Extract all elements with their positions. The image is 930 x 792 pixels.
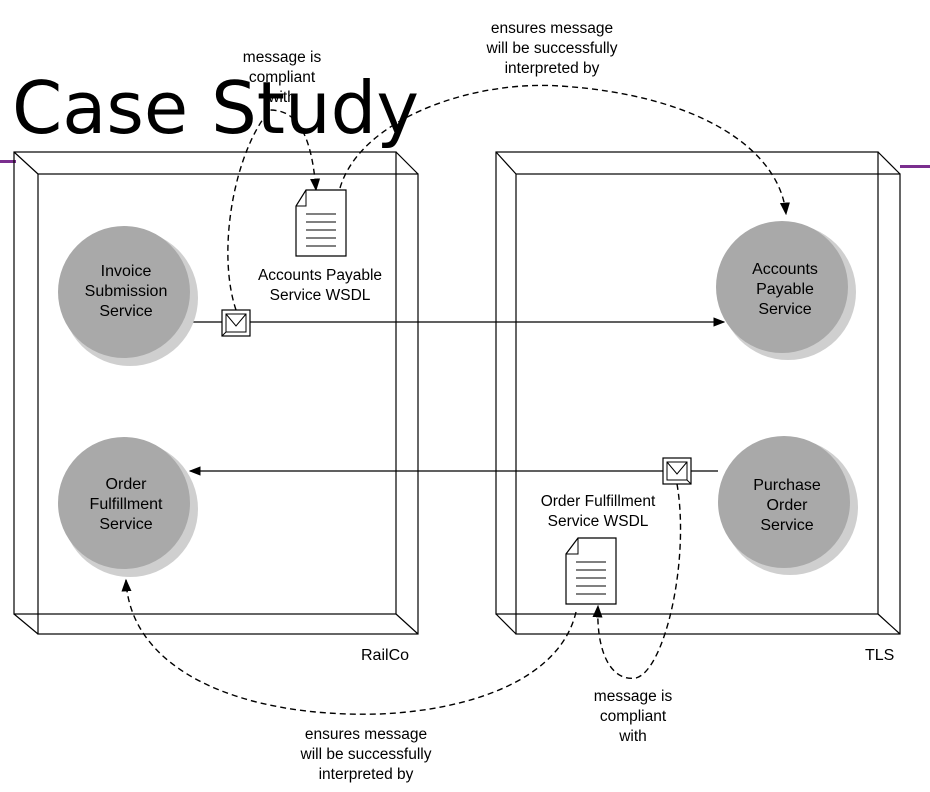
service-label: Submission bbox=[85, 283, 168, 300]
service-label: Invoice bbox=[101, 263, 152, 280]
annotation-text: interpreted by bbox=[505, 60, 600, 77]
compliant-bottom-curve bbox=[592, 483, 682, 679]
service-label: Service bbox=[758, 301, 811, 318]
service-label: Order bbox=[767, 497, 809, 514]
ap-wsdl-label: Service WSDL bbox=[270, 287, 371, 304]
annotation-text: compliant bbox=[249, 69, 316, 86]
tls-container bbox=[495, 151, 901, 635]
annotation-text: ensures message bbox=[305, 726, 427, 743]
annotation-text: with bbox=[618, 728, 647, 745]
document-icon bbox=[565, 537, 617, 605]
annotation-text: with bbox=[267, 89, 296, 106]
interpreted-top-curve bbox=[339, 84, 790, 216]
of-wsdl-label: Order Fulfillment bbox=[541, 493, 656, 510]
service-label: Order bbox=[106, 476, 148, 493]
service-label: Payable bbox=[756, 281, 814, 298]
purchase-order-service: Purchase Order Service bbox=[718, 436, 858, 575]
service-label: Service bbox=[99, 516, 152, 533]
title-rule-left bbox=[0, 160, 16, 163]
document-icon bbox=[295, 189, 347, 257]
title-rule-right bbox=[900, 165, 930, 168]
interpreted-bottom-curve bbox=[121, 578, 577, 715]
service-label: Fulfillment bbox=[90, 496, 163, 513]
page-title: Case Study bbox=[12, 66, 419, 150]
order-fulfillment-service: Order Fulfillment Service bbox=[58, 437, 198, 577]
tls-label: TLS bbox=[865, 647, 894, 664]
accounts-payable-service: Accounts Payable Service bbox=[716, 221, 856, 360]
railco-label: RailCo bbox=[361, 647, 409, 664]
annotation-text: interpreted by bbox=[319, 766, 414, 783]
annotation-text: will be successfully bbox=[486, 40, 618, 57]
invoice-submission-service: Invoice Submission Service bbox=[58, 226, 198, 366]
annotation-text: ensures message bbox=[491, 20, 613, 37]
annotation-text: will be successfully bbox=[300, 746, 432, 763]
envelope-icon bbox=[221, 309, 251, 337]
annotation-text: message is bbox=[243, 49, 322, 66]
of-wsdl-label: Service WSDL bbox=[548, 513, 649, 530]
annotation-text: message is bbox=[594, 688, 673, 705]
envelope-icon bbox=[662, 457, 692, 485]
service-label: Accounts bbox=[752, 261, 818, 278]
compliant-top-curve bbox=[227, 109, 321, 311]
ap-wsdl-label: Accounts Payable bbox=[258, 267, 382, 284]
service-label: Service bbox=[760, 517, 813, 534]
service-label: Purchase bbox=[753, 477, 821, 494]
annotation-text: compliant bbox=[600, 708, 667, 725]
service-label: Service bbox=[99, 303, 152, 320]
railco-container bbox=[13, 151, 419, 635]
